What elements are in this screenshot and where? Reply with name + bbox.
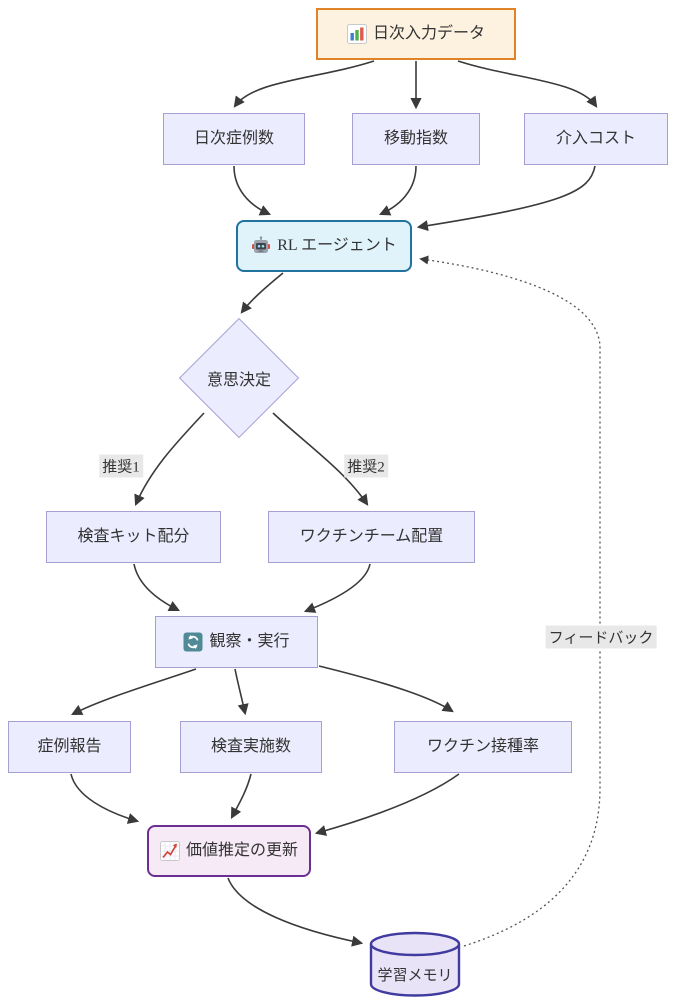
node-label: ワクチン接種率: [426, 738, 539, 756]
node-label: ワクチンチーム配置: [299, 528, 444, 546]
edge-vaccineteam-to-observe: [303, 563, 371, 613]
node-rl-agent: RL エージェント: [236, 220, 412, 272]
node-intervention-cost: 介入コスト: [524, 113, 668, 165]
node-value-update: 価値推定の更新: [147, 825, 311, 877]
edge-observe-to-tests: [234, 668, 249, 716]
edge-cost-to-agent: [416, 165, 596, 232]
node-label: 観察・実行: [209, 633, 290, 651]
edge-mobility-to-agent: [378, 165, 417, 216]
edge-input-to-cost: [457, 60, 598, 108]
node-mobility-index: 移動指数: [352, 113, 480, 165]
node-decision: 意思決定: [178, 317, 300, 439]
edge-observe-to-reports: [71, 668, 197, 716]
edge-label-recommendation1: 推奨1: [99, 454, 143, 478]
edge-observe-to-vaccrate: [318, 665, 454, 713]
node-daily-input: 日次入力データ: [316, 8, 516, 60]
edge-update-to-memory: [227, 877, 364, 947]
node-case-reports: 症例報告: [8, 721, 131, 773]
node-label: 学習メモリ: [377, 968, 453, 984]
edge-vaccrate-to-update: [314, 773, 460, 836]
edge-reports-to-update: [70, 773, 140, 824]
edge-cases-to-agent: [233, 165, 272, 216]
edge-memory-to-agent-feedback: [419, 255, 601, 947]
edge-testkit-to-observe: [133, 563, 181, 612]
edge-tests-to-update: [230, 773, 252, 819]
node-label: 価値推定の更新: [185, 842, 298, 860]
edge-input-to-cases: [233, 60, 375, 108]
node-label: 移動指数: [383, 130, 448, 148]
node-tests-conducted: 検査実施数: [180, 721, 322, 773]
bar-chart-icon: [346, 24, 367, 44]
robot-icon: [251, 236, 271, 256]
chart-increasing-icon: [159, 841, 180, 861]
node-daily-cases: 日次症例数: [163, 113, 305, 165]
cylinder-shape: [369, 931, 461, 997]
node-label: 介入コスト: [555, 130, 636, 148]
node-label: 日次症例数: [193, 130, 274, 148]
node-label: 症例報告: [37, 738, 102, 756]
node-observe-execute: 観察・実行: [155, 616, 318, 668]
node-learning-memory: 学習メモリ: [368, 930, 462, 998]
node-vaccine-team: ワクチンチーム配置: [268, 511, 475, 563]
node-test-kit: 検査キット配分: [46, 511, 221, 563]
node-vaccination-rate: ワクチン接種率: [394, 721, 572, 773]
node-label: 日次入力データ: [372, 25, 485, 43]
node-label: 検査実施数: [210, 738, 291, 756]
node-label: 意思決定: [206, 372, 272, 389]
edge-label-recommendation2: 推奨2: [344, 454, 388, 478]
node-label: RL エージェント: [277, 237, 397, 255]
edge-agent-to-decision: [240, 272, 284, 314]
edge-label-feedback: フィードバック: [545, 625, 657, 649]
node-label: 検査キット配分: [77, 528, 190, 546]
refresh-icon: [183, 632, 203, 652]
